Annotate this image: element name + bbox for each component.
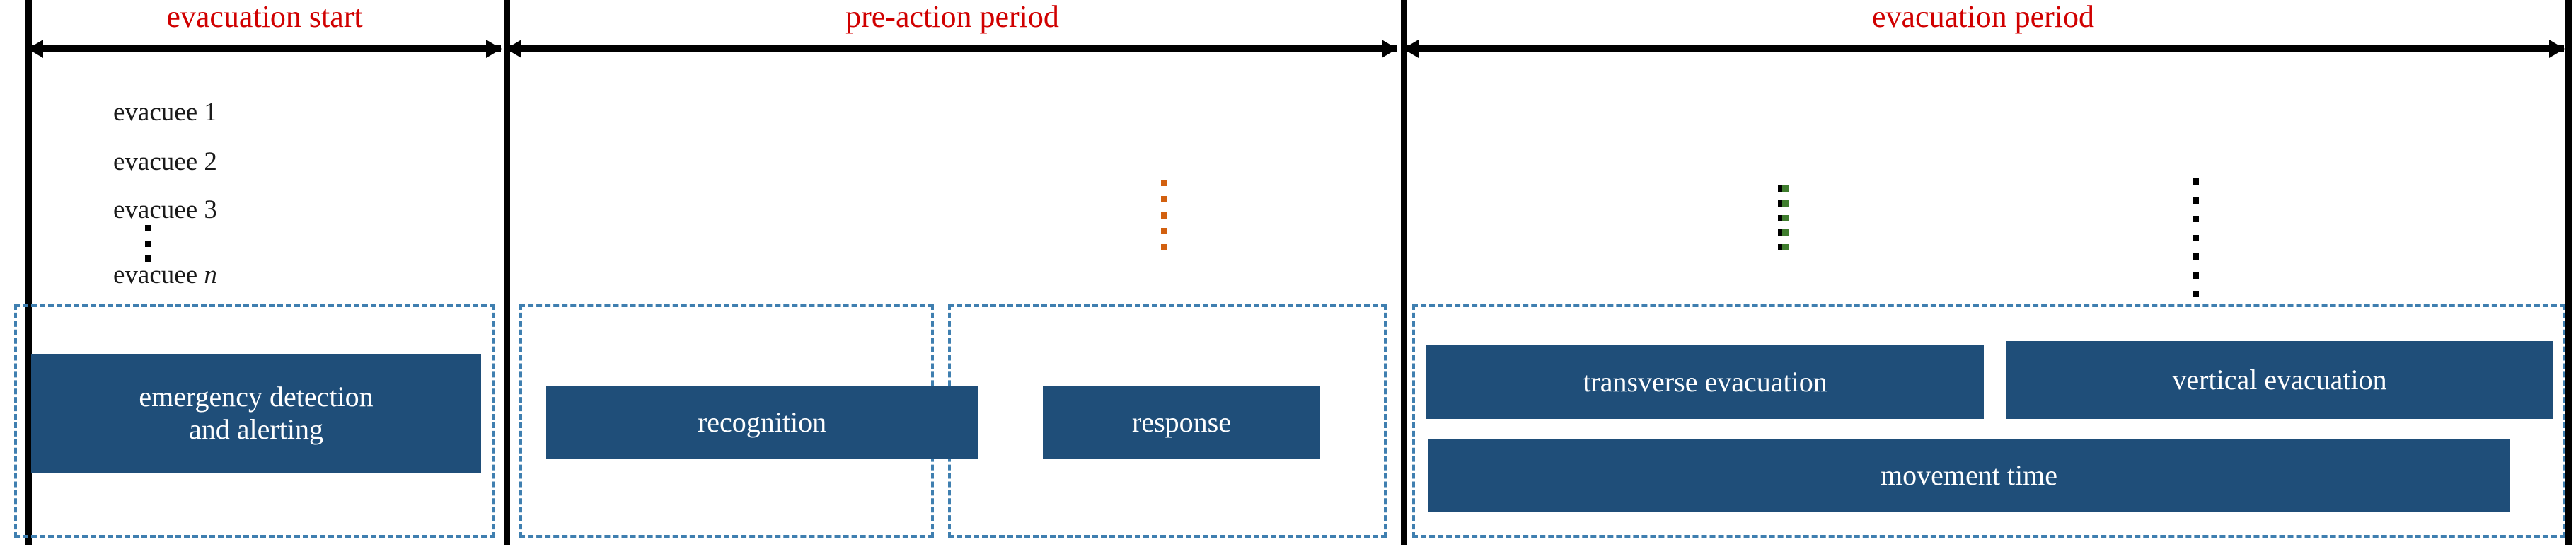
- rown-transverse-arrowhead-a: [1738, 262, 1766, 283]
- phase-block-vertical-label: vertical evacuation: [2172, 364, 2387, 396]
- rown-recognition-segment-a: [423, 262, 550, 283]
- rown-vertical-segment-a: [1766, 262, 1936, 283]
- row2-transverse-segment-a: [1200, 149, 1688, 170]
- row2-vertical-segment-a: [1691, 149, 1931, 170]
- phase-block-detection-line2: and alerting: [189, 413, 323, 445]
- evacuee-label-n: evacuee n: [113, 260, 217, 290]
- summary-response-arrow: [974, 322, 1384, 343]
- phase-block-vertical-evacuation: vertical evacuation: [2006, 341, 2553, 419]
- phase-block-detection-line1: emergency detection: [139, 381, 374, 413]
- rown-transverse-arrowhead-c: [2533, 262, 2561, 283]
- row2-response-segment: [744, 149, 1197, 170]
- period-title-evacuation-period: evacuation period: [1872, 0, 2094, 34]
- section-divider-pre-action: [504, 0, 510, 545]
- row2-detection-segment: [28, 149, 106, 170]
- section-divider-evacuation: [1401, 0, 1407, 545]
- header-arrow-pre-action-period: [507, 45, 1397, 52]
- row1-vertical-segment-b: [2049, 99, 2318, 120]
- row2-recognition-segment-a: [447, 149, 730, 170]
- section-divider-start: [25, 0, 32, 545]
- row2-transverse-segment-b: [1934, 149, 2154, 170]
- evacuee-label-n-index: n: [204, 260, 217, 289]
- period-title-evacuation-start: evacuation start: [166, 0, 363, 34]
- group-box-evacuation: [1412, 304, 2565, 538]
- evacuation-rows-ellipsis: [1777, 185, 1784, 250]
- row3-detection-segment: [28, 197, 106, 218]
- evacuee-label-3: evacuee 3: [113, 195, 217, 224]
- rown-response-segment: [560, 262, 1183, 283]
- phase-block-movement-time: movement time: [1428, 439, 2510, 512]
- evacuee-list-ellipsis: [144, 225, 151, 262]
- header-arrow-evacuation-period: [1404, 45, 2564, 52]
- period-title-pre-action-period: pre-action period: [845, 0, 1059, 34]
- summary-transverse-arrow: [1423, 322, 2004, 343]
- evacuee-label-2: evacuee 2: [113, 147, 217, 176]
- row2-recognition-arrowhead: [716, 149, 744, 170]
- phase-block-response: response: [1043, 386, 1320, 459]
- transverse-rows-ellipsis: [1781, 185, 1789, 250]
- row1-recognition-arrowhead: [1005, 99, 1033, 120]
- row2-transverse-arrowhead-b: [2125, 149, 2154, 170]
- row1-vertical-segment-a: [1726, 99, 1868, 120]
- rown-detection-segment: [28, 262, 106, 283]
- group-box-detection-alerting: [14, 304, 495, 538]
- row2-vertical-segment-b: [2154, 149, 2387, 170]
- rown-transverse-segment-a: [1186, 262, 1763, 283]
- summary-transverse-arrowhead: [1974, 322, 2002, 343]
- row2-transverse-arrowhead-c: [2533, 149, 2561, 170]
- row1-detection-segment: [28, 99, 106, 120]
- evacuee-label-1: evacuee 1: [113, 98, 217, 127]
- row2-transverse-arrowhead-a: [1663, 149, 1691, 170]
- row1-transverse-arrowhead-b: [2021, 99, 2049, 120]
- phase-block-transverse-evacuation: transverse evacuation: [1426, 345, 1984, 419]
- rown-recognition-arrowhead: [532, 262, 560, 283]
- rown-transverse-segment-b: [1939, 262, 2172, 283]
- vertical-rows-ellipsis: [2192, 178, 2199, 297]
- summary-detection-arrow: [40, 322, 474, 343]
- rown-transverse-arrowhead-b: [2144, 262, 2172, 283]
- response-rows-ellipsis: [1160, 180, 1167, 250]
- section-divider-end: [2565, 0, 2572, 545]
- phase-block-transverse-label: transverse evacuation: [1583, 366, 1827, 398]
- row1-recognition-segment-a: [504, 99, 1027, 120]
- summary-vertical-arrow: [2002, 322, 2554, 343]
- phase-block-recognition: recognition: [546, 386, 978, 459]
- row1-response-segment: [1033, 99, 1330, 120]
- evacuee-label-n-text: evacuee: [113, 260, 204, 289]
- row1-transverse-segment-a: [1333, 99, 1723, 120]
- phase-block-movement-label: movement time: [1881, 459, 2057, 491]
- row1-transverse-arrowhead-a: [1698, 99, 1726, 120]
- summary-recognition-arrow: [545, 322, 938, 343]
- rown-vertical-segment-b: [2172, 262, 2405, 283]
- header-arrow-evacuation-start: [28, 45, 501, 52]
- phase-block-emergency-detection-and-alerting: emergency detection and alerting: [31, 354, 481, 473]
